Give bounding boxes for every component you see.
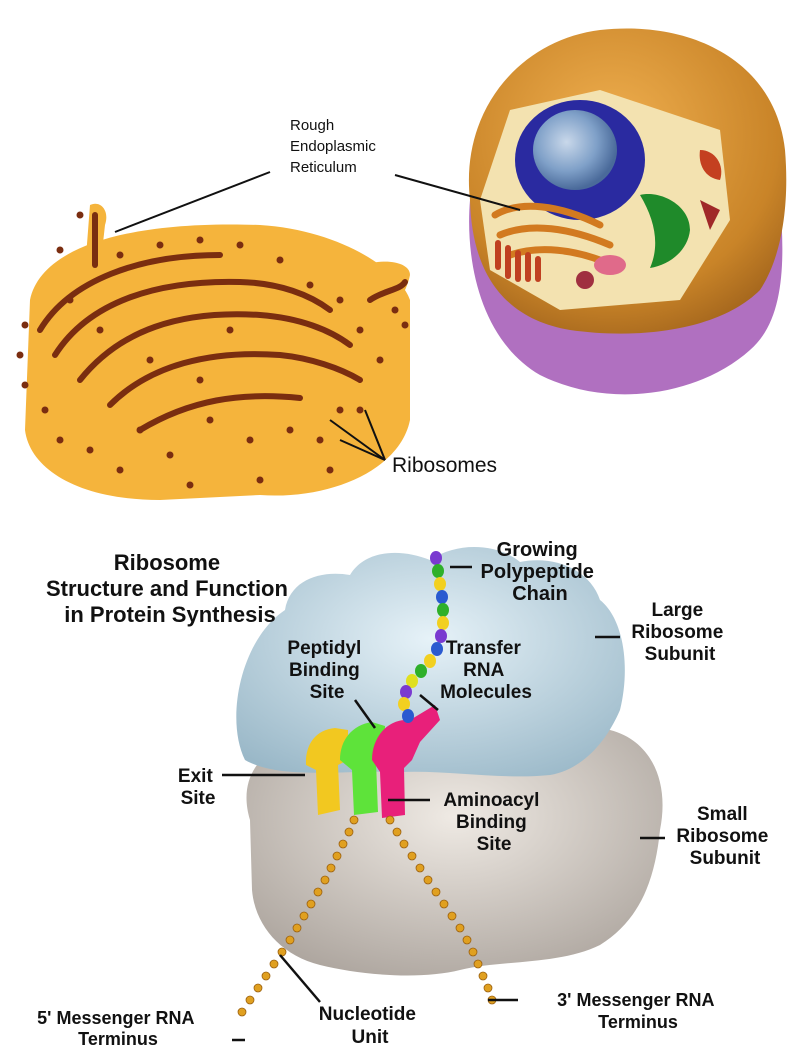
rer-label: Rough Endoplasmic Reticulum — [290, 117, 380, 176]
mrna-3prime-label: 3' Messenger RNA Terminus — [557, 990, 719, 1032]
nucleus-inner — [533, 110, 617, 190]
large-subunit-label: Large Ribosome Subunit — [631, 600, 728, 665]
lysosome — [576, 271, 594, 289]
diagram-title: Ribosome Structure and Function in Prote… — [46, 550, 294, 627]
ribosomes-label: Ribosomes — [392, 454, 497, 477]
animal-cell — [469, 29, 786, 395]
nucleotide-unit-label: Nucleotide Unit — [319, 1004, 421, 1048]
mitochondrion — [594, 255, 626, 275]
mrna-5prime-label: 5' Messenger RNA Terminus — [37, 1008, 199, 1049]
rough-endoplasmic-reticulum — [17, 204, 411, 500]
exit-site-label: Exit Site — [178, 766, 218, 809]
small-subunit-label: Small Ribosome Subunit — [676, 804, 773, 869]
